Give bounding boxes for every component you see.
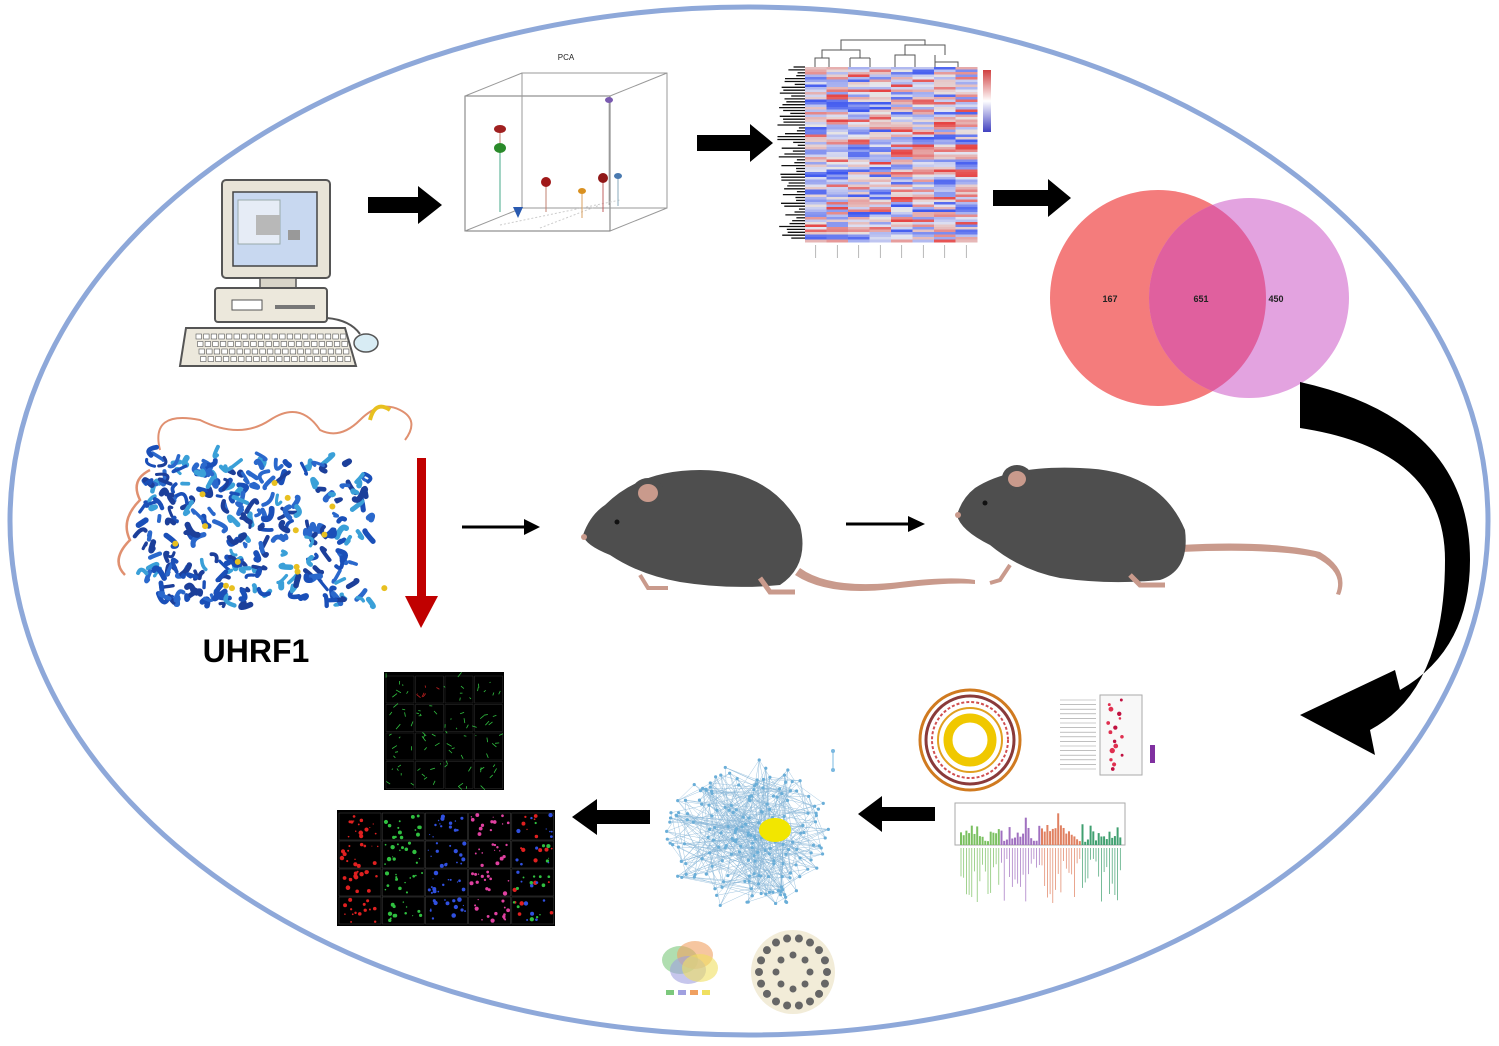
fluorescence-panel-icon	[337, 810, 555, 926]
venn-diagram: 167 651 450	[1050, 190, 1349, 406]
mouse-icon	[955, 465, 1343, 595]
arrow-network-to-fluorescence	[572, 799, 650, 835]
arrow-go-to-network	[858, 796, 935, 832]
arrow-computer-to-pca	[368, 186, 442, 224]
fluorescence-panel-icon	[384, 672, 504, 791]
venn-mini-icon	[662, 941, 718, 995]
arrow-mouse-to-mouse	[846, 516, 925, 532]
protein-structure-icon: UHRF1	[117, 404, 413, 669]
protein-label: UHRF1	[203, 633, 310, 669]
go-bar-chart-icon	[954, 802, 1126, 903]
computer-icon	[178, 179, 379, 367]
venn-left-count: 167	[1102, 294, 1117, 304]
venn-overlap-count: 651	[1193, 294, 1208, 304]
ppi-network-icon	[665, 749, 835, 908]
circos-plot-icon	[918, 688, 1022, 792]
curved-arrow-right	[1300, 382, 1470, 755]
bubble-plot-icon	[1060, 694, 1155, 776]
arrow-protein-to-mouse	[462, 519, 540, 535]
circle-network-icon	[751, 930, 835, 1014]
outer-ellipse	[7, 4, 1491, 1038]
arrow-pca-to-heatmap	[697, 124, 773, 162]
red-arrow-down	[405, 458, 438, 628]
pca-title: PCA	[558, 53, 575, 62]
heatmap-icon	[777, 39, 991, 258]
pca-3d-plot-icon: PCA	[464, 53, 668, 232]
arrow-heatmap-to-venn	[993, 179, 1071, 217]
mouse-icon	[581, 470, 975, 595]
venn-right-count: 450	[1268, 294, 1283, 304]
